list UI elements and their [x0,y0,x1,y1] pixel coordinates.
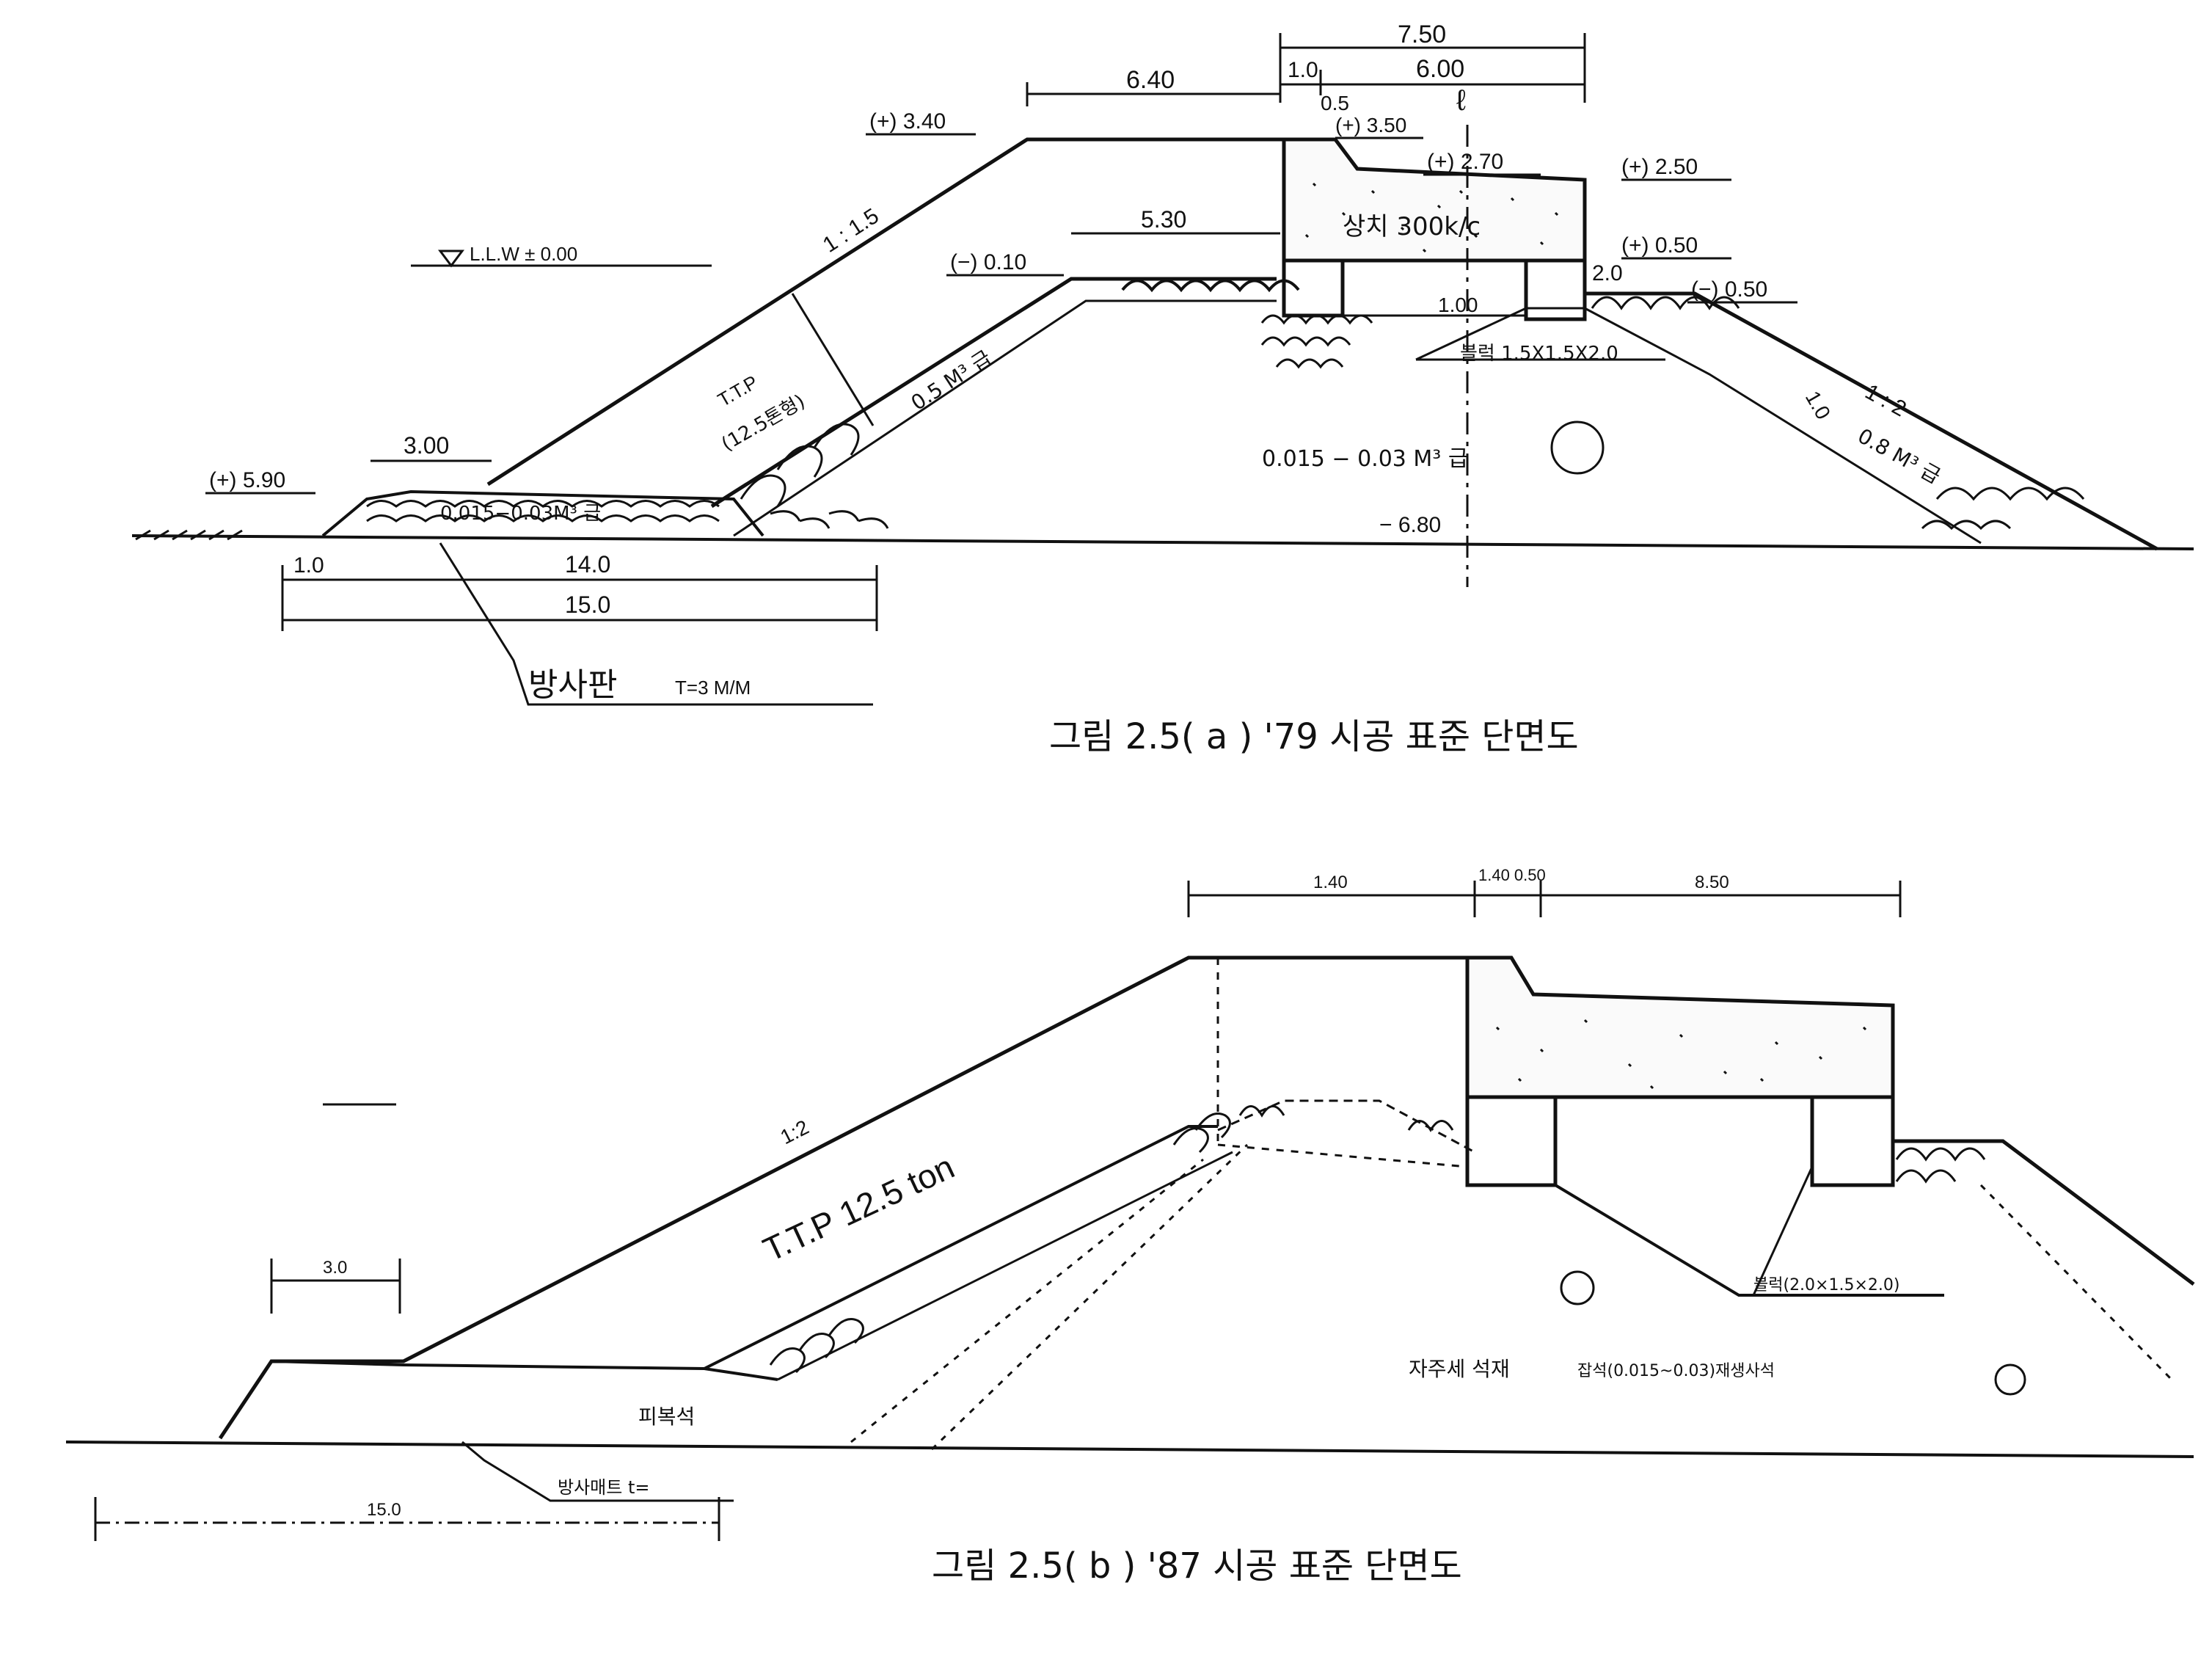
b-block-left [1465,1095,1558,1187]
crown-text: 상치 300k/c [1343,212,1481,241]
figure-a-text: 7.50 1.0 6.00 0.5 6.40 5.30 3.00 1.0 14.… [209,21,1945,757]
b-dim-top-c: 8.50 [1695,873,1729,892]
block-right [1524,258,1587,321]
el-590-text: (+) 5.90 [209,468,285,492]
harbor-slope-inner [1584,307,1982,545]
b-dim-top-a: 1.40 [1313,873,1348,892]
figure-a-caption: 그림 2.5( a ) '79 시공 표준 단면도 [1049,716,1579,757]
b-armor-slope [704,1125,1218,1370]
llw-text: L.L.W ± 0.00 [470,243,577,265]
berm-stones [1121,279,1300,293]
figure-b [65,881,2195,1541]
seabed-line-a [131,534,2194,550]
armor-stones-slope [740,423,889,529]
el-350-text: (+) 3.50 [1335,114,1406,136]
armor-slope-line [710,277,1277,509]
ground-hatch-a [135,529,243,541]
toe-stones [366,500,720,522]
b-inner-slope [1554,1184,1944,1297]
sheet-text: 방사판 [528,666,617,704]
figure-b-caption: 그림 2.5( b ) '87 시공 표준 단면도 [932,1545,1462,1587]
b-harbor-stones [1895,1147,1986,1184]
el-270-text: (+) 2.70 [1427,150,1503,174]
b-dim-top-b: 1.40 0.50 [1478,866,1546,884]
dim-10-text: 1.0 [1288,58,1318,82]
dim-750-text: 7.50 [1398,21,1446,48]
dim-b10-text: 1.0 [293,553,324,578]
b-slope-text: 1:2 [777,1115,813,1148]
ttp-text: T.T.P [714,371,762,411]
crown-concrete-dots [1304,182,1559,253]
b-dotted-2 [850,1158,1204,1443]
sheet-t-text: T=3 M/M [675,677,751,699]
harbor-slope-outer [1585,291,2158,551]
b-harbor-slope [1893,1139,2195,1286]
dim-20-text: 2.0 [1592,261,1623,285]
b-harbor-dotted [1979,1184,2173,1381]
b-dim-toe-text: 3.0 [323,1258,347,1278]
armor-08-text: 0.8 M³ 급 [1854,423,1945,489]
b-core-note-text: 잡석(0.015~0.03)재생사석 [1577,1362,1775,1380]
b-core-stones [1238,1105,1454,1132]
b-toe-base [271,1360,778,1381]
el-340-text: (+) 3.40 [869,109,946,134]
armor-under-line [733,299,1277,537]
core-stone-symbol [1550,420,1605,475]
b-dotted-3 [930,1143,1249,1451]
figure-b-text: T.T.P 12.5 ton 1:2 자주세 석재 잡석(0.015~0.03)… [323,866,1899,1587]
centerline-text: ℓ [1456,84,1466,117]
slope-2-text: 1 : 2 [1861,379,1910,421]
dim-w10-text: 1.0 [1801,387,1835,423]
core-text: 0.015 − 0.03 M³ 급 [1262,446,1468,472]
ttp-outer-slope [486,137,1284,487]
sheet-leader [439,542,873,706]
block-slope [1415,307,1585,361]
seabed-line-b [65,1441,2194,1458]
harbor-armor-stones [1591,296,2085,531]
dim-530-text: 5.30 [1141,206,1186,233]
b-dim-bottom-text: 15.0 [367,1500,401,1520]
b-block-right [1810,1095,1895,1187]
b-toe-text: 피복석 [638,1405,695,1429]
b-crown-concrete [1465,955,1895,1099]
ttp-thickness-line [791,293,875,426]
rubble-under-crown [1260,314,1373,369]
b-dotted-4 [1217,1143,1468,1168]
b-sheet [461,1441,734,1502]
b-crown-dots [1495,1019,1867,1090]
dim-h100-text: 1.00 [1438,294,1478,316]
b-core-symbol-1 [1560,1270,1595,1305]
dim-150-text: 15.0 [565,591,610,618]
b-core-symbol-2 [1994,1363,2026,1396]
el-m050-text: (−) 0.50 [1691,277,1767,302]
el-050-text: (+) 0.50 [1621,233,1698,258]
el-250-text: (+) 2.50 [1621,155,1698,179]
block-text: 블럭 1.5X1.5X2.0 [1460,343,1618,365]
b-sheet-text: 방사매트 t= [558,1477,649,1498]
b-block-text: 블럭(2.0×1.5×2.0) [1753,1276,1899,1294]
dim-640-text: 6.40 [1126,66,1175,94]
dim-300-text: 3.00 [404,432,449,459]
dim-600-text: 6.00 [1416,55,1464,83]
figure-a [131,33,2194,706]
el-m680-text: − 6.80 [1379,513,1441,537]
toe-berm [321,489,764,537]
b-armor-stones [769,1112,1231,1374]
b-outer-slope [218,955,1475,1440]
b-core-text: 자주세 석재 [1409,1357,1510,1381]
toe-stone-text: 0.015−0.03M³ 급 [440,503,601,525]
block-left [1282,258,1345,318]
el-m010-text: (−) 0.10 [950,250,1026,274]
llw-marker [438,250,464,268]
b-block-leader [1752,1166,1814,1296]
dim-140-text: 14.0 [565,551,610,578]
b-armor-slope-2 [777,1151,1233,1381]
slope-15-text: 1 : 1.5 [819,204,883,258]
dim-05-text: 0.5 [1321,92,1349,114]
